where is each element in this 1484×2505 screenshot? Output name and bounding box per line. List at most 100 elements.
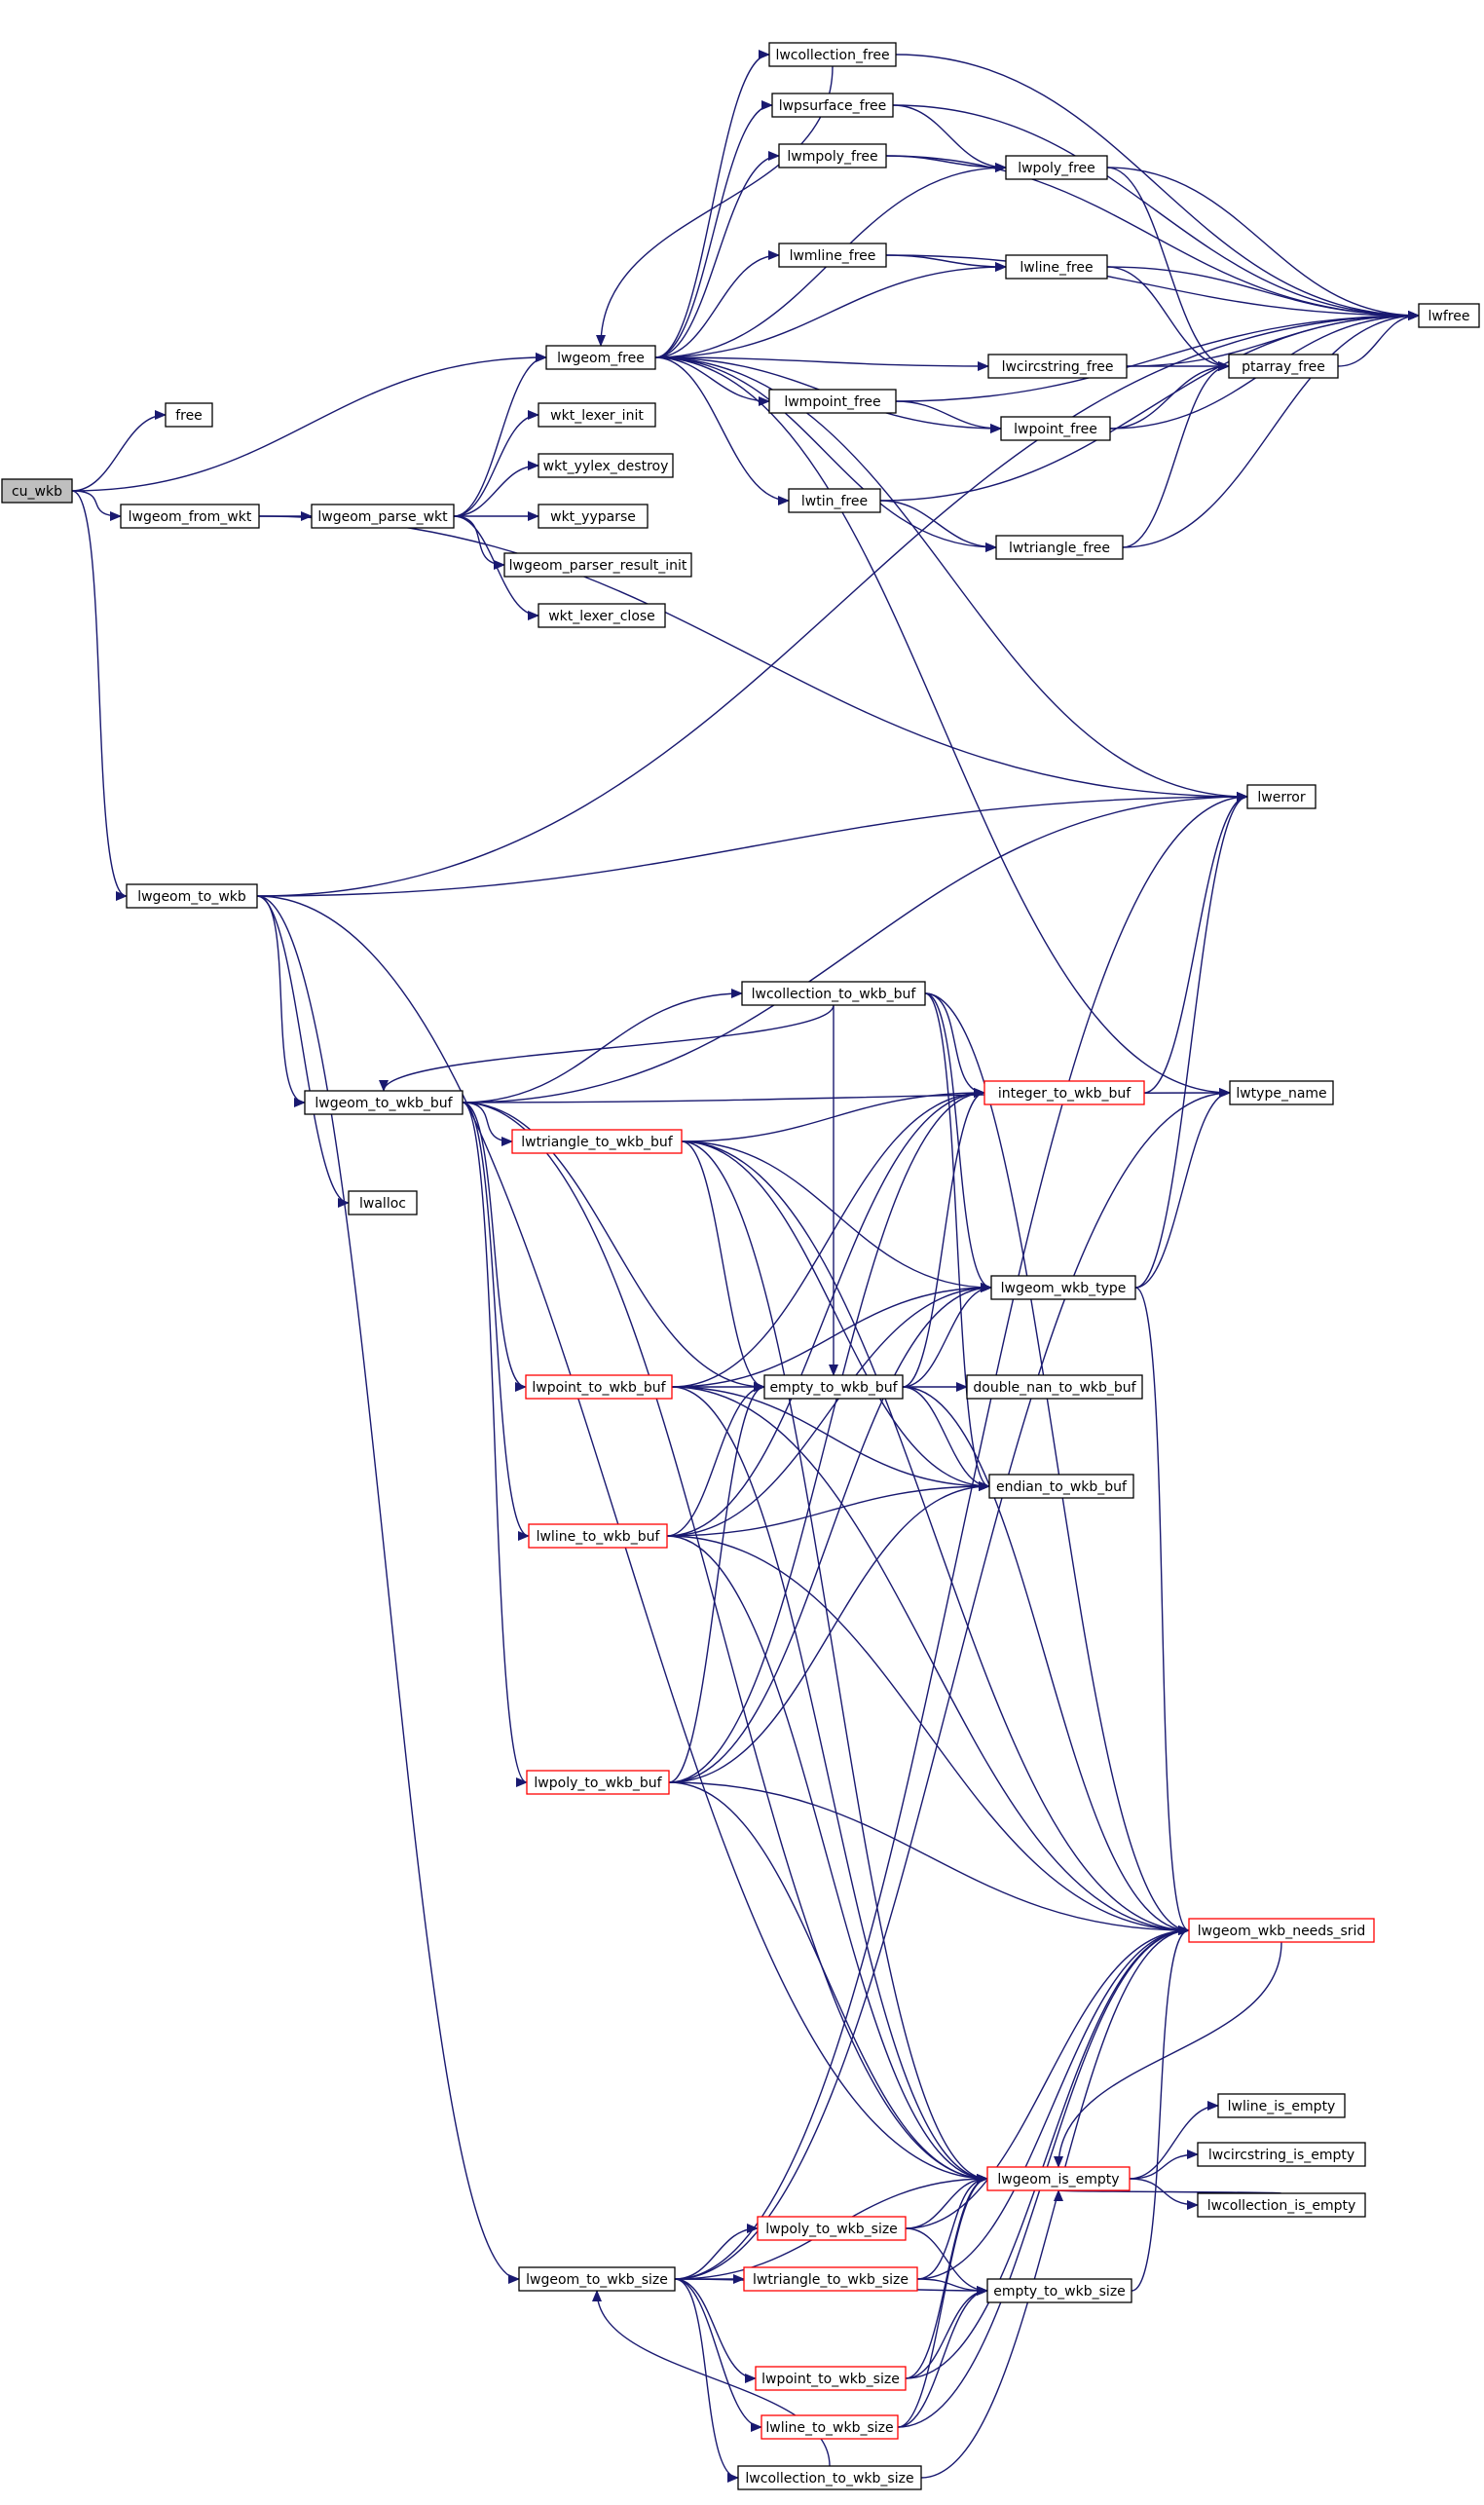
node-free[interactable]: free bbox=[165, 402, 213, 428]
node-box bbox=[1418, 303, 1480, 328]
edge-lwgeom_wkb_needs_srid-to-lwgeom_is_empty bbox=[1054, 1941, 1282, 2168]
node-lwpoint_to_wkb_buf[interactable]: lwpoint_to_wkb_buf bbox=[525, 1374, 673, 1400]
node-box bbox=[1246, 784, 1317, 809]
node-box bbox=[768, 389, 897, 414]
node-lwtriangle_to_wkb_buf[interactable]: lwtriangle_to_wkb_buf bbox=[511, 1129, 683, 1154]
edge-lwpoint_to_wkb_buf-to-lwgeom_wkb_needs_srid bbox=[671, 1386, 1190, 1935]
node-lwpoint_free[interactable]: lwpoint_free bbox=[1000, 416, 1111, 441]
node-lwtriangle_to_wkb_size[interactable]: lwtriangle_to_wkb_size bbox=[743, 2266, 918, 2292]
node-label: lwline_is_empty bbox=[1228, 2099, 1336, 2114]
node-label: empty_to_wkb_size bbox=[993, 2284, 1126, 2299]
node-box bbox=[545, 345, 656, 370]
node-lwgeom_wkb_needs_srid[interactable]: lwgeom_wkb_needs_srid bbox=[1188, 1918, 1375, 1943]
node-label: lwmpoly_free bbox=[787, 149, 877, 165]
node-label: lwmpoint_free bbox=[784, 394, 880, 410]
node-box bbox=[538, 603, 666, 628]
edge-cu_wkb-to-lwgeom_free bbox=[71, 353, 547, 492]
node-wkt_yyparse[interactable]: wkt_yyparse bbox=[538, 504, 649, 529]
node-label: lwcircstring_free bbox=[1002, 359, 1114, 375]
node-label: lwpoint_free bbox=[1014, 422, 1097, 437]
node-lwline_to_wkb_buf[interactable]: lwline_to_wkb_buf bbox=[528, 1523, 668, 1549]
node-box bbox=[1229, 1080, 1334, 1105]
edge-lwmpoint_free-to-lwfree bbox=[895, 311, 1420, 402]
edge-lwpoly_to_wkb_size-to-lwgeom_is_empty bbox=[905, 2174, 988, 2229]
node-lwpsurface_free[interactable]: lwpsurface_free bbox=[771, 93, 894, 118]
edge-empty_to_wkb_buf-to-lwgeom_wkb_type bbox=[902, 1283, 992, 1388]
edge-lwgeom_to_wkb-to-lwerror bbox=[256, 792, 1248, 897]
node-ptarray_free[interactable]: ptarray_free bbox=[1228, 354, 1339, 379]
node-box bbox=[1005, 254, 1108, 280]
node-lwtriangle_free[interactable]: lwtriangle_free bbox=[995, 535, 1124, 560]
node-lwline_to_wkb_size[interactable]: lwline_to_wkb_size bbox=[761, 2414, 899, 2440]
edge-lwgeom_to_wkb_buf-to-lwgeom_is_empty bbox=[462, 1102, 988, 2184]
node-lwgeom_parser_result_init[interactable]: lwgeom_parser_result_init bbox=[503, 552, 692, 578]
node-label: endian_to_wkb_buf bbox=[996, 1479, 1128, 1495]
node-label: cu_wkb bbox=[12, 484, 62, 500]
node-empty_to_wkb_buf[interactable]: empty_to_wkb_buf bbox=[763, 1374, 904, 1400]
node-lwmline_free[interactable]: lwmline_free bbox=[778, 243, 887, 268]
node-lwgeom_wkb_type[interactable]: lwgeom_wkb_type bbox=[990, 1275, 1136, 1300]
node-box bbox=[778, 143, 887, 168]
node-label: integer_to_wkb_buf bbox=[998, 1086, 1132, 1102]
node-label: lwpoly_to_wkb_size bbox=[765, 2222, 898, 2237]
node-integer_to_wkb_buf[interactable]: integer_to_wkb_buf bbox=[983, 1080, 1145, 1105]
node-lwgeom_free[interactable]: lwgeom_free bbox=[545, 345, 656, 370]
edge-lwpoly_to_wkb_buf-to-empty_to_wkb_buf bbox=[668, 1382, 765, 1783]
node-endian_to_wkb_buf[interactable]: endian_to_wkb_buf bbox=[988, 1474, 1134, 1499]
node-lwpoly_free[interactable]: lwpoly_free bbox=[1005, 155, 1108, 180]
node-label: free bbox=[175, 408, 203, 424]
node-box bbox=[966, 1374, 1143, 1400]
node-lwline_free[interactable]: lwline_free bbox=[1005, 254, 1108, 280]
node-lwgeom_to_wkb_buf[interactable]: lwgeom_to_wkb_buf bbox=[304, 1090, 464, 1115]
node-lwerror[interactable]: lwerror bbox=[1246, 784, 1317, 809]
node-lwgeom_to_wkb[interactable]: lwgeom_to_wkb bbox=[126, 883, 258, 909]
node-lwfree[interactable]: lwfree bbox=[1418, 303, 1480, 328]
node-lwline_is_empty[interactable]: lwline_is_empty bbox=[1217, 2093, 1346, 2118]
node-lwcircstring_free[interactable]: lwcircstring_free bbox=[987, 354, 1128, 379]
node-lwmpoint_free[interactable]: lwmpoint_free bbox=[768, 389, 897, 414]
node-double_nan_to_wkb_buf[interactable]: double_nan_to_wkb_buf bbox=[966, 1374, 1143, 1400]
edge-lwpoly_to_wkb_size-to-empty_to_wkb_size bbox=[905, 2227, 988, 2296]
edge-lwgeom_to_wkb-to-lwgeom_to_wkb_size bbox=[256, 895, 520, 2284]
node-lwpoly_to_wkb_size[interactable]: lwpoly_to_wkb_size bbox=[757, 2216, 907, 2241]
node-box bbox=[538, 504, 649, 529]
edge-lwline_free-to-lwfree bbox=[1106, 266, 1420, 320]
function-nodes: cu_wkb free lwgeom_from_wkt lwgeom_parse_wk… bbox=[1, 42, 1480, 2490]
edge-lwtriangle_to_wkb_buf-to-lwgeom_is_empty bbox=[681, 1140, 988, 2184]
node-empty_to_wkb_size[interactable]: empty_to_wkb_size bbox=[986, 2278, 1132, 2303]
node-lwcollection_free[interactable]: lwcollection_free bbox=[768, 42, 897, 67]
edge-lwgeom_to_wkb_size-to-lwpoly_to_wkb_size bbox=[674, 2224, 759, 2280]
node-lwcollection_is_empty[interactable]: lwcollection_is_empty bbox=[1197, 2192, 1366, 2218]
node-lwcollection_to_wkb_buf[interactable]: lwcollection_to_wkb_buf bbox=[741, 981, 926, 1006]
node-lwtype_name[interactable]: lwtype_name bbox=[1229, 1080, 1334, 1105]
node-lwgeom_from_wkt[interactable]: lwgeom_from_wkt bbox=[120, 504, 260, 529]
node-wkt_lexer_close[interactable]: wkt_lexer_close bbox=[538, 603, 666, 628]
edge-lwmpoly_free-to-lwpoly_free bbox=[885, 155, 1007, 172]
node-lwpoly_to_wkb_buf[interactable]: lwpoly_to_wkb_buf bbox=[526, 1770, 670, 1795]
node-box bbox=[995, 535, 1124, 560]
node-box bbox=[311, 504, 455, 529]
node-lwtin_free[interactable]: lwtin_free bbox=[788, 488, 881, 513]
node-box bbox=[503, 552, 692, 578]
edge-lwpoint_to_wkb_buf-to-lwgeom_is_empty bbox=[671, 1386, 988, 2184]
node-lwmpoly_free[interactable]: lwmpoly_free bbox=[778, 143, 887, 168]
node-label: lwmline_free bbox=[790, 248, 876, 264]
node-cu_wkb[interactable]: cu_wkb bbox=[1, 478, 73, 504]
node-lwcircstring_is_empty[interactable]: lwcircstring_is_empty bbox=[1197, 2142, 1366, 2167]
node-lwalloc[interactable]: lwalloc bbox=[348, 1190, 418, 1215]
node-lwgeom_is_empty[interactable]: lwgeom_is_empty bbox=[986, 2166, 1131, 2191]
node-lwgeom_to_wkb_size[interactable]: lwgeom_to_wkb_size bbox=[518, 2266, 676, 2292]
node-lwgeom_parse_wkt[interactable]: lwgeom_parse_wkt bbox=[311, 504, 455, 529]
node-box bbox=[778, 243, 887, 268]
edge-lwgeom_free-to-lwmpoly_free bbox=[654, 151, 780, 358]
edge-lwpoint_to_wkb_size-to-empty_to_wkb_size bbox=[905, 2286, 988, 2379]
edge-lwtriangle_free-to-lwfree bbox=[1122, 311, 1420, 548]
node-lwpoint_to_wkb_size[interactable]: lwpoint_to_wkb_size bbox=[755, 2366, 907, 2391]
node-wkt_lexer_init[interactable]: wkt_lexer_init bbox=[538, 402, 656, 428]
node-wkt_yylex_destroy[interactable]: wkt_yylex_destroy bbox=[538, 453, 674, 478]
node-lwcollection_to_wkb_size[interactable]: lwcollection_to_wkb_size bbox=[737, 2465, 922, 2490]
edge-lwtriangle_to_wkb_size-to-lwgeom_is_empty bbox=[916, 2174, 988, 2280]
edge-lwcollection_to_wkb_buf-to-lwgeom_to_wkb_buf bbox=[379, 1004, 835, 1092]
node-label: lwpoint_to_wkb_buf bbox=[532, 1380, 666, 1396]
